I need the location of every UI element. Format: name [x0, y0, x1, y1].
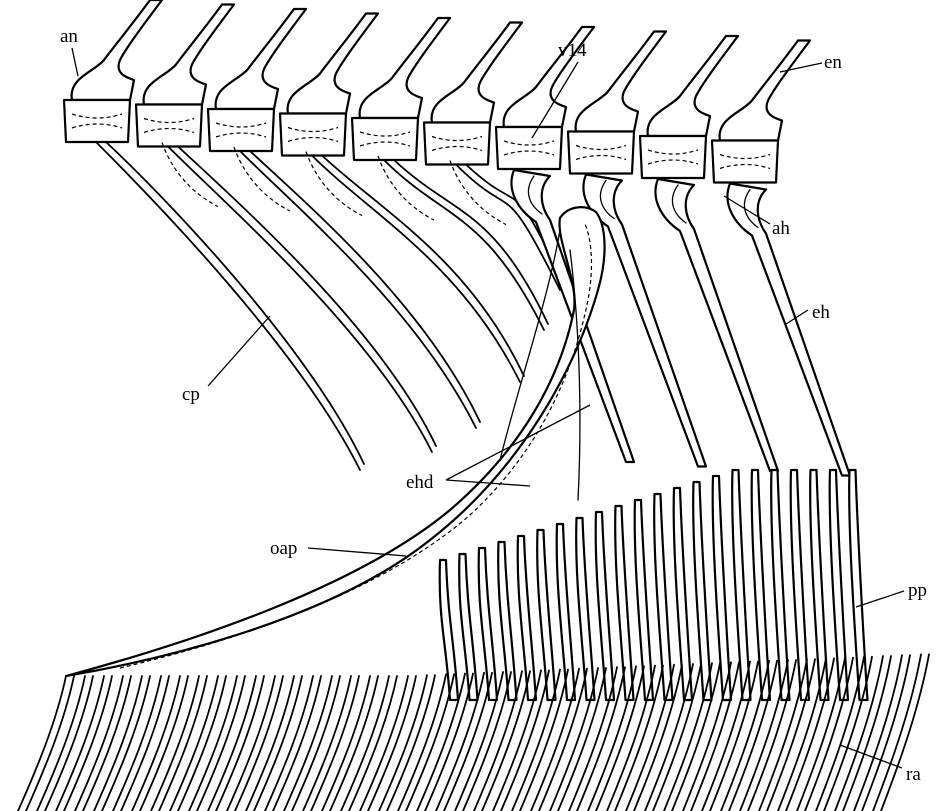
pterygiophore — [459, 554, 477, 700]
fin-ray — [18, 676, 66, 811]
centrum — [136, 105, 202, 147]
leader-ehd-1 — [446, 405, 590, 480]
leader-an — [72, 48, 78, 76]
label-ehd: ehd — [406, 472, 434, 493]
leader-cp — [208, 316, 270, 386]
centrum — [424, 123, 490, 165]
pterygiophore — [674, 488, 692, 700]
rib — [168, 147, 432, 453]
label-cp: cp — [182, 384, 200, 405]
centrum — [352, 118, 418, 160]
label-ah: ah — [772, 218, 790, 239]
label-eh: eh — [812, 302, 830, 323]
label-an: an — [60, 26, 78, 47]
pterygiophore — [498, 542, 516, 700]
rib — [240, 151, 476, 428]
neural-spine — [72, 0, 162, 100]
centrum — [496, 127, 562, 169]
neural-spine — [576, 32, 666, 132]
centrum — [208, 109, 274, 151]
label-en: en — [824, 52, 842, 73]
pterygiophore — [654, 494, 672, 700]
fin-ray-edge — [26, 676, 74, 811]
rib-dashed-head — [162, 143, 218, 207]
centrum — [568, 132, 634, 174]
rib-dashed-head — [450, 161, 506, 225]
neural-spine — [432, 23, 522, 123]
ribs — [96, 142, 564, 470]
pterygiophore — [713, 476, 731, 700]
neural-spine — [648, 36, 738, 136]
pterygiophore — [479, 548, 497, 700]
rib — [96, 142, 360, 470]
label-oap: oap — [270, 538, 297, 559]
pterygiophores — [440, 470, 868, 700]
neural-spine — [216, 9, 306, 109]
label-v14: v14 — [558, 40, 587, 61]
pterygiophore — [440, 560, 458, 700]
neural-spine — [144, 5, 234, 105]
centrum — [64, 100, 130, 142]
centrum — [280, 114, 346, 156]
pterygiophore — [693, 482, 711, 700]
vertebra — [712, 41, 810, 183]
pterygiophore — [732, 470, 750, 700]
neural-spine — [288, 14, 378, 114]
centrum — [712, 141, 778, 183]
neural-spine — [720, 41, 810, 141]
centrum — [640, 136, 706, 178]
label-pp: pp — [908, 580, 927, 601]
leader-pp — [856, 591, 904, 607]
neural-spine — [360, 18, 450, 118]
rib — [312, 156, 520, 383]
rib-edge — [178, 147, 436, 447]
label-ra: ra — [906, 764, 921, 785]
